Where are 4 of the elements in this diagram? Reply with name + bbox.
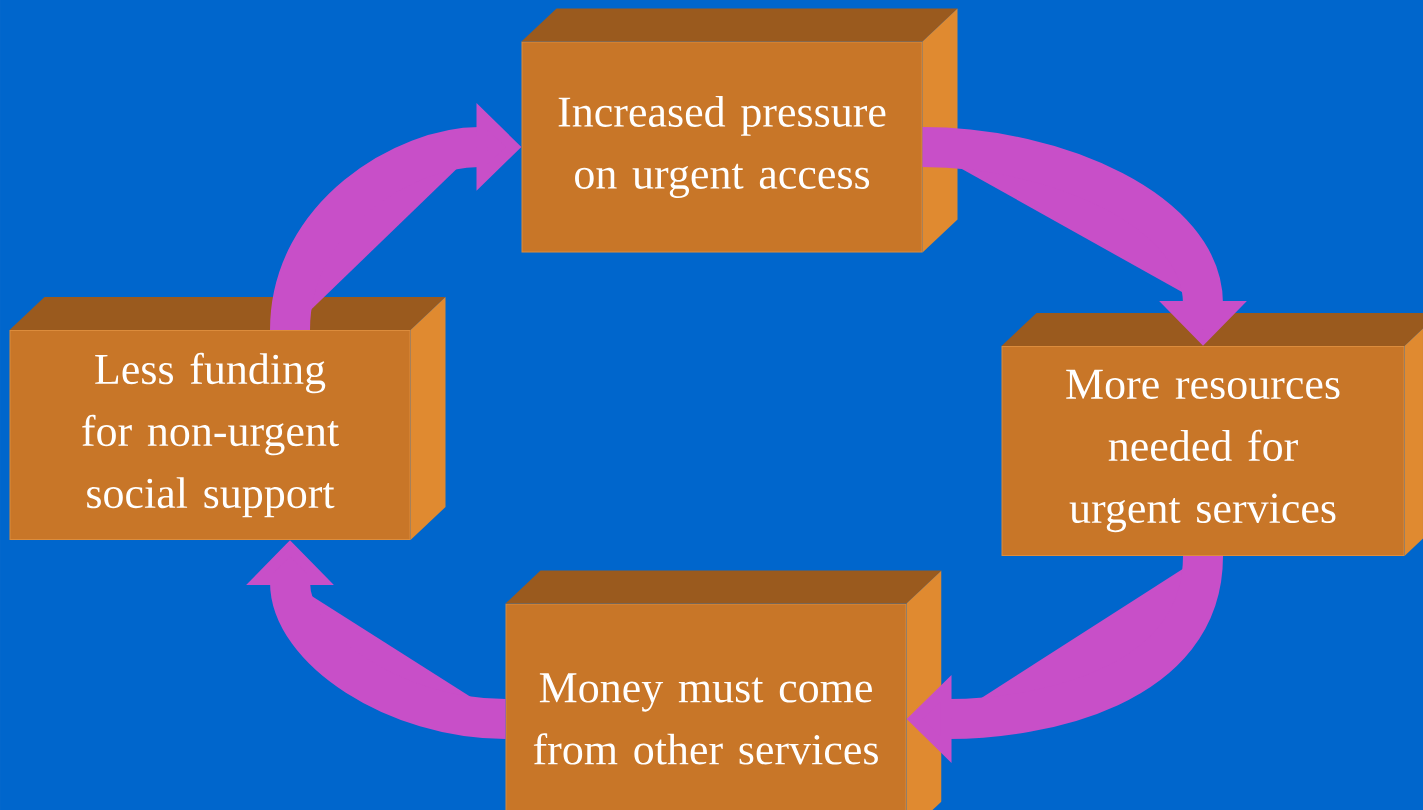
box-3d: Money must come from other services: [505, 570, 942, 810]
box-3d: Less funding for non-urgent social support: [9, 297, 446, 540]
box-3d: Increased pressure on urgent access: [521, 8, 958, 253]
box-3d: More resources needed for urgent services: [1001, 313, 1423, 556]
